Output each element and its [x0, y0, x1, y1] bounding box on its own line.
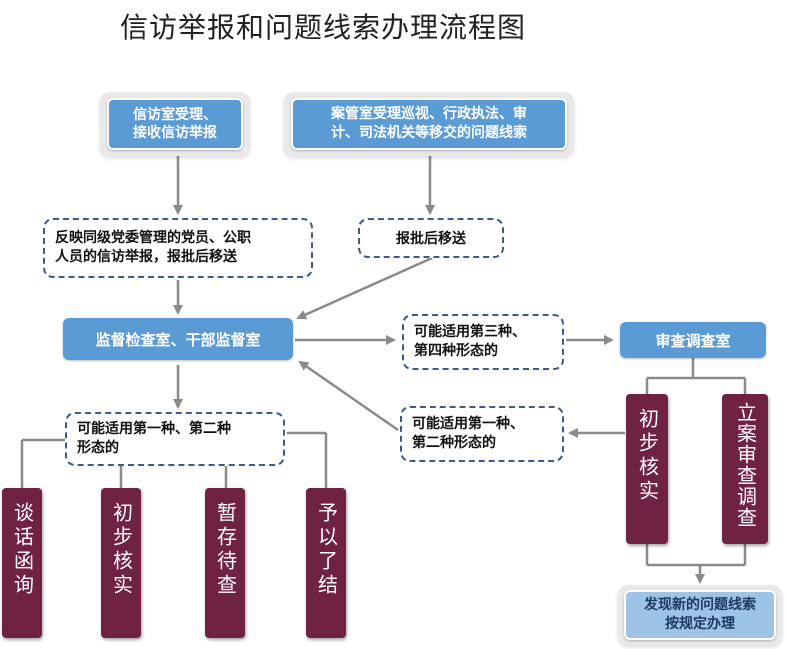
- yuyi-label: 予以了结: [314, 502, 339, 598]
- xingtai12-right-node: 可能适用第一种、 第二种形态的: [400, 406, 564, 462]
- anguan-label: 案管室受理巡视、行政执法、审 计、司法机关等移交的问题线索: [331, 106, 527, 141]
- chubu-right-label: 初步核实: [635, 408, 660, 504]
- chubu-left-node: 初步核实: [101, 488, 141, 638]
- fanying-node: 反映同级党委管理的党员、公职 人员的信访举报，报批后移送: [43, 218, 313, 278]
- tanhua-label: 谈话函询: [10, 502, 35, 598]
- tanhua-node: 谈话函询: [2, 488, 42, 638]
- xingtai12-left-label: 可能适用第一种、第二种 形态的: [77, 421, 231, 456]
- shencha-node: 审查调查室: [620, 322, 766, 358]
- xingtai34-node: 可能适用第三种、 第四种形态的: [402, 314, 564, 370]
- lian-node: 立案审查调查: [722, 394, 768, 544]
- xinfang-label: 信访室受理、 接收信访举报: [133, 107, 217, 141]
- page-title: 信访举报和问题线索办理流程图: [120, 11, 527, 44]
- zancun-node: 暂存待查: [205, 488, 245, 638]
- baopi-node: 报批后移送: [358, 218, 504, 258]
- arrow-xingtai12-right-to-jiandu: [298, 360, 399, 432]
- xingtai12-left-node: 可能适用第一种、第二种 形态的: [65, 412, 285, 466]
- fanying-label: 反映同级党委管理的党员、公职 人员的信访举报，报批后移送: [55, 230, 251, 265]
- jiandu-label: 监督检查室、干部监督室: [95, 330, 261, 349]
- xingtai12-right-label: 可能适用第一种、 第二种形态的: [412, 416, 524, 451]
- shencha-label: 审查调查室: [655, 331, 731, 350]
- chubu-left-label: 初步核实: [109, 502, 134, 598]
- lian-label: 立案审查调查: [733, 402, 758, 528]
- arrow-baopi-to-jiandu: [296, 256, 433, 320]
- xingtai34-label: 可能适用第三种、 第四种形态的: [414, 324, 526, 359]
- baopi-label: 报批后移送: [396, 231, 466, 247]
- anguan-node: 案管室受理巡视、行政执法、审 计、司法机关等移交的问题线索: [291, 98, 567, 150]
- xinfang-node: 信访室受理、 接收信访举报: [107, 98, 243, 150]
- zancun-label: 暂存待查: [213, 502, 238, 598]
- chubu-right-node: 初步核实: [626, 394, 668, 544]
- faxian-node: 发现新的问题线索 按规定办理: [624, 590, 776, 640]
- yuyi-node: 予以了结: [306, 488, 346, 638]
- faxian-label: 发现新的问题线索 按规定办理: [644, 597, 756, 632]
- jiandu-node: 监督检查室、干部监督室: [63, 318, 293, 360]
